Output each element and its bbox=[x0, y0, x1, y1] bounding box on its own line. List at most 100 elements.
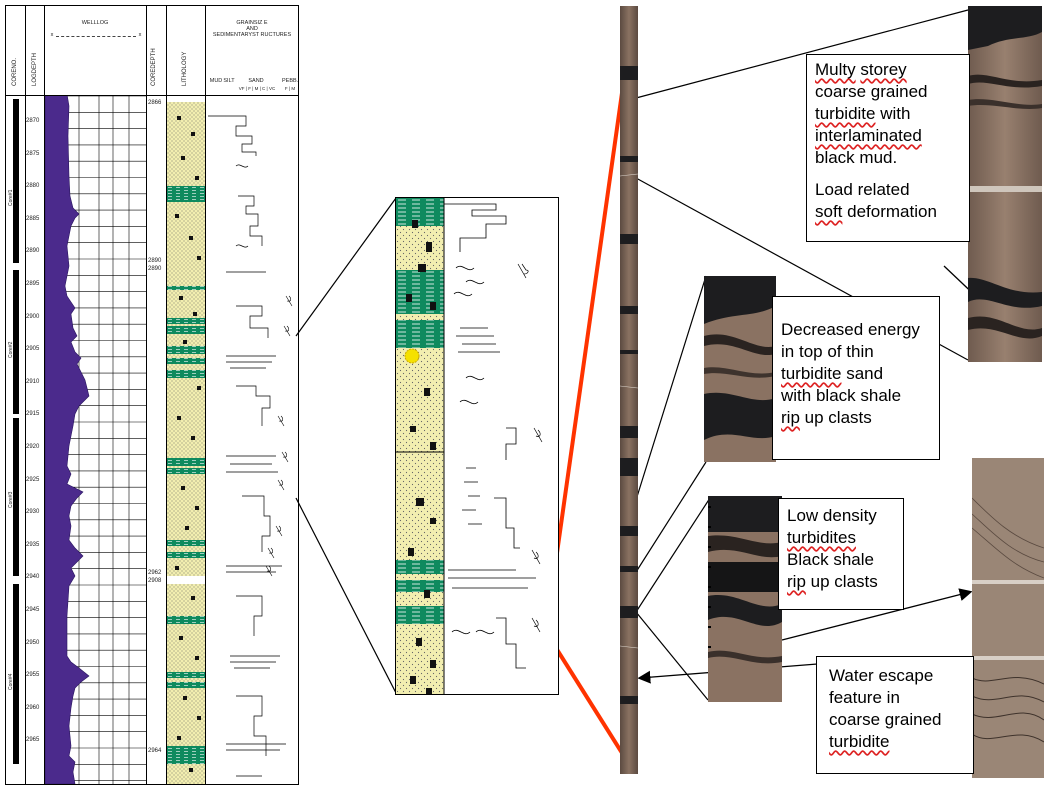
grain-size-column bbox=[208, 115, 293, 777]
shale-band bbox=[167, 346, 205, 354]
col-sep bbox=[25, 6, 26, 784]
shale-band bbox=[167, 540, 205, 546]
trace-fossil-symbol bbox=[281, 451, 289, 463]
trace-fossil-symbol bbox=[277, 479, 285, 491]
shale-band bbox=[167, 468, 205, 474]
clast-symbol bbox=[408, 548, 414, 556]
clast-symbol bbox=[183, 696, 187, 700]
core-depth-label: 2890 bbox=[148, 266, 162, 272]
core-photo-upper bbox=[968, 6, 1042, 362]
shale-band bbox=[167, 746, 205, 756]
note-text: Multy storey bbox=[815, 60, 907, 79]
shale-band bbox=[167, 672, 205, 678]
note-text: feature in bbox=[829, 688, 900, 707]
clast-symbol bbox=[177, 416, 181, 420]
note-text: Low density bbox=[787, 506, 877, 525]
callout-line-5 bbox=[635, 497, 711, 613]
welllog-scale-line bbox=[56, 36, 136, 37]
trace-fossil-symbol bbox=[265, 565, 273, 577]
note-text: turbidites bbox=[787, 528, 856, 547]
note-text: coarse grained bbox=[829, 710, 942, 729]
log-depth-label: 2885 bbox=[26, 215, 40, 222]
log-depth-label: 2920 bbox=[26, 444, 40, 450]
note-text: in top of thin bbox=[781, 342, 874, 361]
clast-symbol bbox=[193, 312, 197, 316]
clast-symbol bbox=[412, 220, 418, 228]
core-photo-low-density bbox=[708, 496, 782, 702]
note-water-escape: Water escape feature in coarse grained t… bbox=[816, 656, 974, 774]
clast-symbol bbox=[430, 442, 436, 450]
log-depth-label: 2905 bbox=[26, 346, 40, 353]
log-depth-label: 2870 bbox=[26, 118, 40, 124]
note-text: turbidite sand bbox=[781, 364, 884, 383]
gamma-ray-log bbox=[45, 96, 146, 784]
arrow-water-escape bbox=[781, 588, 973, 641]
callout-line-6 bbox=[635, 611, 709, 701]
clast-symbol bbox=[175, 566, 179, 570]
clast-symbol bbox=[424, 388, 430, 396]
clast-symbol bbox=[197, 716, 201, 720]
core-depth-label: 2962 bbox=[148, 570, 162, 576]
grain-sand-label: SAND bbox=[248, 78, 264, 84]
clast-symbol bbox=[424, 590, 430, 598]
trace-fossil-symbol bbox=[283, 325, 291, 337]
col-sep bbox=[205, 6, 206, 784]
clast-symbol bbox=[189, 768, 193, 772]
clast-symbol bbox=[197, 256, 201, 260]
log-header-divider bbox=[6, 95, 298, 96]
log-depth-label: 2940 bbox=[26, 574, 40, 581]
shale-band bbox=[167, 326, 205, 334]
core-bar-4 bbox=[13, 584, 19, 764]
clast-symbol bbox=[185, 526, 189, 530]
clast-symbol bbox=[418, 264, 426, 272]
shale-band bbox=[167, 318, 205, 324]
grain-sub2-label: F | M bbox=[284, 86, 296, 91]
note-decreased-energy: Decreased energy in top of thin turbidit… bbox=[772, 296, 940, 460]
trace-fossil-symbol bbox=[267, 547, 275, 559]
nodule-symbol bbox=[404, 348, 420, 364]
note-text: Black shale bbox=[787, 550, 874, 569]
col-header-grainsize-and: AND bbox=[246, 26, 258, 32]
note-text: turbidite bbox=[829, 732, 890, 751]
callout-line-4 bbox=[635, 461, 707, 573]
col-header-welllog: WELLLOG bbox=[81, 20, 109, 26]
zoomed-lithology bbox=[396, 198, 543, 694]
shale-band bbox=[167, 756, 205, 764]
log-depth-label: 2945 bbox=[26, 607, 40, 613]
log-depth-label: 2925 bbox=[26, 476, 40, 483]
gamma-curve-fill bbox=[45, 96, 90, 784]
zoomed-log-inset bbox=[395, 197, 559, 695]
core-bar-3 bbox=[13, 418, 19, 576]
log-depth-label: 2960 bbox=[26, 704, 40, 711]
grain-silt-label: SILT bbox=[223, 78, 235, 84]
zoom-connector-top bbox=[295, 197, 397, 337]
shale-band bbox=[167, 682, 205, 688]
note-text: interlaminated bbox=[815, 126, 922, 145]
clast-symbol bbox=[195, 656, 199, 660]
clast-symbol bbox=[191, 596, 195, 600]
clast-symbol bbox=[426, 242, 432, 252]
log-depth-label: 2915 bbox=[26, 411, 40, 418]
log-depth-label: 2890 bbox=[26, 248, 40, 255]
grain-pebble-label: PEBB. bbox=[282, 78, 299, 84]
clast-symbol bbox=[179, 296, 183, 300]
grain-sub-label: VF | F | M | C | VC bbox=[238, 86, 276, 91]
col-sep bbox=[146, 6, 147, 784]
note-text: Water escape bbox=[829, 666, 934, 685]
lithology-column bbox=[167, 102, 205, 784]
clast-symbol bbox=[191, 132, 195, 136]
core-bar-2 bbox=[13, 270, 19, 414]
core-depth-label: 2866 bbox=[148, 100, 162, 106]
clast-symbol bbox=[430, 302, 436, 310]
shale-band bbox=[167, 186, 205, 196]
core-photo-middle bbox=[704, 276, 776, 462]
note-text: rip up clasts bbox=[781, 408, 872, 427]
col-header-sedstructures: SEDIMENTARYST RUCTURES bbox=[212, 32, 292, 38]
welllog-scale-left: x bbox=[50, 32, 54, 38]
trace-fossil-symbol bbox=[285, 295, 293, 307]
clast-symbol bbox=[177, 736, 181, 740]
core-photo-strip bbox=[620, 6, 638, 774]
clast-symbol bbox=[179, 636, 183, 640]
core-depth-label: 2964 bbox=[148, 748, 162, 754]
clast-symbol bbox=[410, 676, 416, 684]
